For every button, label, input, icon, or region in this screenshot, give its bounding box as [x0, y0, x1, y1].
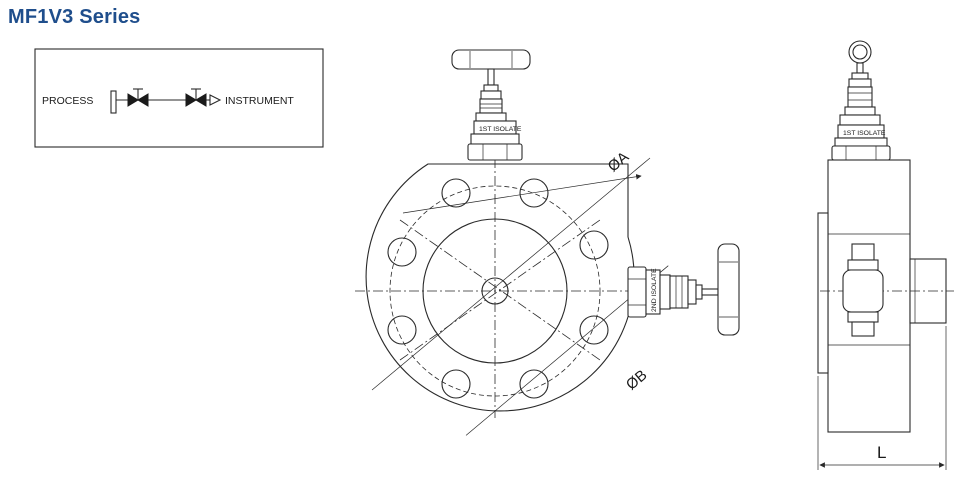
- side-valve-tag: 2ND ISOLATE: [651, 268, 658, 312]
- valve-symbol-1: [127, 88, 149, 107]
- top-isolation-valve: 1ST ISOLATE: [451, 49, 531, 161]
- diameter-a-leader: [371, 157, 651, 391]
- bolt-holes: [387, 178, 609, 399]
- right-view-valve: 1ST ISOLATE: [831, 40, 891, 161]
- right-view-valve-tag: 1ST ISOLATE: [843, 130, 886, 137]
- top-valve-tag: 1ST ISOLATE: [479, 126, 522, 133]
- instrument-label: INSTRUMENT: [225, 95, 294, 107]
- process-schematic: PROCESS INSTRUMENT: [34, 48, 324, 148]
- diagonal-centerline-2: [399, 219, 601, 361]
- ring-handle: [848, 40, 872, 64]
- top-tee-handle: [451, 49, 531, 70]
- diameter-b-label: ØB: [623, 367, 651, 394]
- length-label: L: [877, 443, 886, 462]
- valve-symbol-2: [185, 88, 207, 107]
- flange-body-outline: [365, 163, 635, 412]
- instrument-arrow-icon: [209, 94, 222, 106]
- side-view: 1ST ISOLATE L: [817, 40, 954, 470]
- front-view: ØA ØB 1ST ISOLATE: [355, 49, 740, 436]
- side-tee-handle: [717, 243, 740, 336]
- side-view-handle: [842, 243, 884, 337]
- page-title: MF1V3 Series: [8, 6, 141, 28]
- side-view-flange-face: [817, 212, 829, 374]
- schematic-frame: [34, 48, 324, 148]
- side-isolation-valve: 2ND ISOLATE: [627, 243, 740, 336]
- process-label: PROCESS: [42, 95, 93, 107]
- process-connection-symbol: [110, 90, 117, 114]
